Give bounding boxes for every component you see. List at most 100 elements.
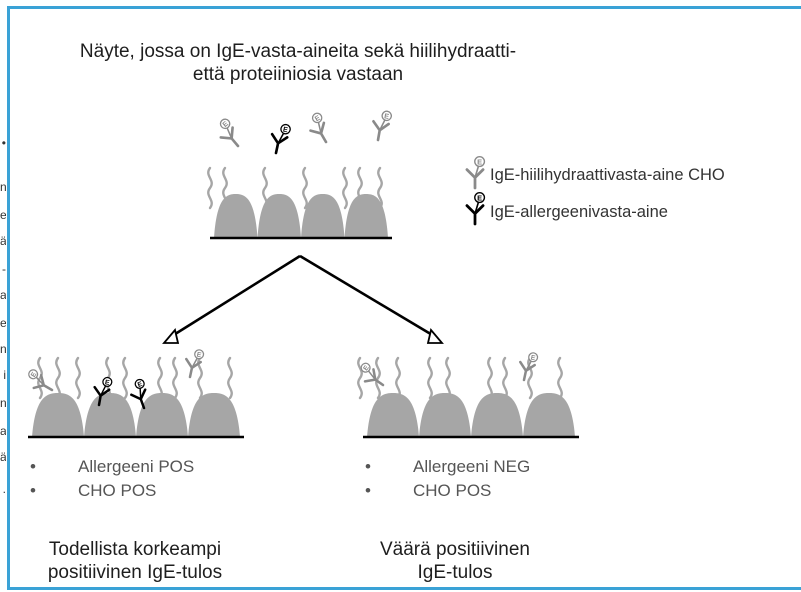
- ige-badge-label: E: [313, 114, 321, 123]
- antibody-body: [219, 126, 240, 148]
- figure-frame: [7, 6, 801, 590]
- edge-char: i: [3, 368, 6, 382]
- edge-char: n: [0, 396, 6, 410]
- edge-char: ä: [0, 450, 6, 464]
- ige-badge-label: E: [196, 351, 202, 359]
- arrowhead-left: [162, 328, 180, 344]
- ige-badge: [474, 192, 486, 204]
- ige-badge-label: E: [530, 354, 536, 362]
- right-bullet-2-label: CHO POS: [413, 481, 492, 500]
- protein-hill: [188, 393, 240, 437]
- edge-char: n: [0, 180, 6, 194]
- edge-char: a: [0, 288, 6, 302]
- protein-hill: [471, 393, 523, 437]
- protein-hill: [32, 393, 84, 437]
- antibody-body: [270, 132, 289, 155]
- carbohydrate-chain: [357, 356, 363, 400]
- branch-arrows: [162, 254, 444, 344]
- ige-badge-label: E: [137, 381, 144, 389]
- carbohydrate-chain: [395, 356, 401, 400]
- legend-item-cho: IgE-hiilihydraattivasta-aine CHO: [490, 166, 725, 185]
- legend-label-cho: IgE-hiilihydraattivasta-aine CHO: [490, 166, 725, 184]
- antibody-stalk: [226, 127, 233, 139]
- ige-badge: [311, 112, 323, 124]
- antibody: E: [219, 118, 240, 148]
- ige-badge-label: E: [362, 364, 371, 372]
- antibody-stalk: [379, 119, 386, 131]
- edge-char: n: [0, 342, 6, 356]
- carbohydrate-chain: [172, 356, 178, 400]
- ige-badge-label: E: [221, 120, 230, 129]
- carbohydrate-chain: [122, 356, 128, 400]
- title-line-2: että proteiiniosia vastaan: [192, 64, 404, 85]
- edge-char: a: [0, 424, 6, 438]
- carbohydrate-chain: [75, 356, 81, 400]
- antibody: E: [309, 112, 328, 144]
- antibody-body: [32, 373, 54, 392]
- ige-badge: [360, 362, 371, 373]
- left-outcome-scene: E E E E: [28, 349, 244, 439]
- legend-icons: EE: [465, 156, 486, 226]
- carbohydrate-chain: [302, 166, 308, 210]
- antibody-body: [519, 360, 536, 382]
- title-line-1: Näyte, jossa on IgE-vasta-aineita sekä h…: [79, 41, 517, 62]
- edge-char: ä: [0, 234, 6, 248]
- right-result-line-2: IgE-tulos: [417, 562, 493, 583]
- ige-badge-label: E: [30, 371, 39, 379]
- antibody: E: [28, 369, 54, 392]
- antibody-stalk: [474, 201, 480, 214]
- protein-hill: [344, 194, 388, 238]
- carbohydrate-chain: [427, 356, 433, 400]
- arrow-line-left: [171, 254, 301, 338]
- carbohydrate-chain: [445, 356, 451, 400]
- left-bullet-2-label: CHO POS: [78, 481, 157, 500]
- carbohydrate-chain: [157, 356, 163, 400]
- protein-hill: [214, 194, 258, 238]
- arrowhead-right: [426, 328, 444, 344]
- antibody-stalk: [367, 370, 376, 381]
- antibody-body: [372, 120, 390, 142]
- antibody: E: [519, 352, 539, 382]
- left-bullet-1-label: Allergeeni POS: [78, 457, 195, 476]
- carbohydrate-chain: [37, 356, 43, 400]
- gray-antibody-icon: E: [465, 156, 486, 190]
- page-title: Näyte, jossa on IgE-vasta-aineita sekä h…: [20, 40, 576, 86]
- ige-badge: [134, 378, 145, 389]
- carbohydrate-chain: [502, 356, 508, 400]
- carbohydrate-chain: [377, 166, 383, 210]
- antibody-stalk: [139, 388, 142, 400]
- ige-badge: [280, 123, 291, 135]
- antibody-stalk: [99, 385, 107, 397]
- edge-char: e: [0, 208, 6, 222]
- antibody-stalk: [317, 122, 322, 134]
- antibody-stalk: [525, 360, 532, 372]
- antibody-body: [465, 168, 485, 190]
- edge-char: -: [2, 262, 6, 276]
- protein-hill: [301, 194, 345, 238]
- antibody-body: [309, 121, 328, 144]
- protein-hill: [367, 393, 419, 437]
- protein-hill: [84, 393, 136, 437]
- right-bullet-1-label: Allergeeni NEG: [413, 457, 531, 476]
- right-outcome-scene: EE: [357, 352, 579, 439]
- carbohydrate-chain: [557, 356, 563, 400]
- edge-char: e: [0, 316, 6, 330]
- antibody: E: [93, 376, 113, 407]
- edge-char: •: [1, 136, 6, 150]
- ige-badge: [474, 156, 486, 168]
- ige-badge-label: E: [384, 112, 390, 121]
- antibody-stalk: [191, 357, 198, 369]
- legend-label-allergen: IgE-allergeenivasta-aine: [490, 203, 668, 221]
- antibody-stalk: [35, 376, 45, 386]
- antibody: E: [130, 378, 147, 410]
- ige-badge: [219, 118, 231, 130]
- edge-char: .: [2, 482, 6, 496]
- antibody: E: [360, 362, 385, 387]
- carbohydrate-chain: [207, 166, 213, 210]
- left-result: Todellista korkeampi positiivinen IgE-tu…: [24, 538, 246, 584]
- right-result-line-1: Väärä positiivinen: [380, 539, 530, 560]
- antibody: E: [372, 110, 393, 142]
- antibody: E: [270, 123, 291, 155]
- protein-hill: [136, 393, 188, 437]
